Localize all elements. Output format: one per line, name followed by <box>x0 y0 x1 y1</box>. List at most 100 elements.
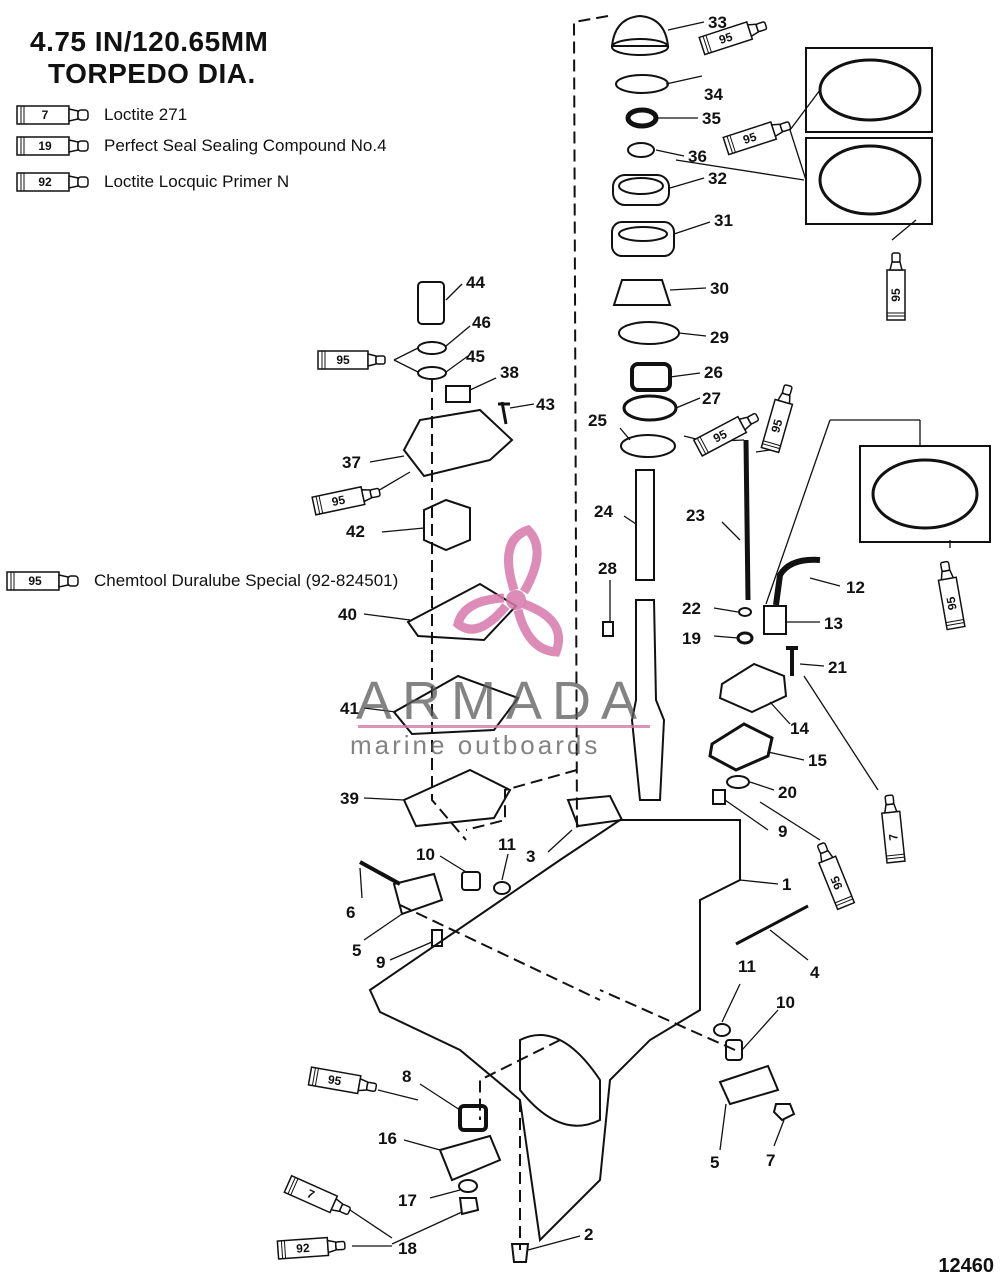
tube-label: 92 <box>296 1241 311 1256</box>
callout-44: 44 <box>466 273 485 292</box>
legend-row-loctite-271: 7 Loctite 271 <box>16 102 187 128</box>
part-14-bushing <box>718 662 788 714</box>
tube-label: 95 <box>336 353 350 367</box>
part-11-washer <box>713 1023 731 1037</box>
title-line-1: 4.75 IN/120.65MM <box>30 26 269 57</box>
part-9-dowel <box>712 789 726 805</box>
part-25-o-ring <box>620 434 676 458</box>
tube-label: 95 <box>327 1072 343 1088</box>
part-41-face-plate <box>392 674 520 736</box>
callout-20: 20 <box>778 783 797 802</box>
part-44-water-tube-coupling <box>417 281 445 325</box>
callout-11b: 11 <box>738 957 756 976</box>
legend-code: 92 <box>38 175 52 189</box>
tube-95-icon: 95 <box>693 407 763 457</box>
diagram-title: 4.75 IN/120.65MM TORPEDO DIA. <box>30 26 268 90</box>
part-31-inner <box>618 226 668 242</box>
callout-43: 43 <box>536 395 555 414</box>
tube-label: 95 <box>889 288 903 302</box>
callout-3: 3 <box>526 847 535 866</box>
part-21-screw <box>786 646 798 676</box>
part-4-pin <box>735 904 809 946</box>
part-5-anode <box>718 1064 780 1106</box>
legend-row-locquic-primer: 92 Loctite Locquic Primer N <box>16 169 289 195</box>
part-33-base <box>611 38 669 56</box>
tube-label: 95 <box>944 595 960 611</box>
callout-30: 30 <box>710 279 729 298</box>
callout-39: 39 <box>340 789 359 808</box>
part-31-bearing-cup <box>611 221 675 257</box>
title-line-2: TORPEDO DIA. <box>48 58 256 89</box>
part-6-bolt <box>359 860 401 886</box>
tube-7-icon: 7 <box>879 793 906 864</box>
callout-32: 32 <box>708 169 727 188</box>
assembly-guide-line <box>599 989 736 1051</box>
callout-40: 40 <box>338 605 357 624</box>
part-7-nut <box>772 1103 796 1122</box>
legend-text: Loctite 271 <box>104 105 188 124</box>
part-17-washer <box>458 1179 478 1193</box>
part-9-dowel <box>431 929 443 947</box>
tube-95-icon: 95 <box>760 382 798 454</box>
callout-labels: 33 34 35 36 32 31 30 29 26 27 25 24 23 1… <box>338 13 865 1258</box>
tube-95-icon: 95 <box>811 839 856 911</box>
callout-6: 6 <box>346 903 355 922</box>
drawing-number: 12460 <box>938 1255 994 1277</box>
inset-frame-oil-seal-top <box>805 47 933 133</box>
callout-41: 41 <box>340 699 359 718</box>
part-32-retainer <box>612 174 670 206</box>
callout-33: 33 <box>708 13 727 32</box>
tube-label: 95 <box>717 29 734 47</box>
part-40-gasket <box>406 582 518 642</box>
callout-23: 23 <box>686 506 705 525</box>
tube-label: 95 <box>741 129 758 147</box>
part-19-seal <box>736 631 754 645</box>
callout-29: 29 <box>710 328 729 347</box>
callout-42: 42 <box>346 522 365 541</box>
callout-34: 34 <box>704 85 723 104</box>
part-45-o-ring <box>417 366 447 380</box>
tube-95-icon: 95 <box>934 559 966 631</box>
callout-10a: 10 <box>416 845 435 864</box>
inset-seal <box>871 458 979 530</box>
part-37-pump-housing <box>402 408 514 478</box>
part-32-hole <box>618 177 664 195</box>
callout-26: 26 <box>704 363 723 382</box>
part-35-oil-seal <box>625 107 659 129</box>
callout-31: 31 <box>714 211 733 230</box>
tube-icon: 19 <box>16 135 90 157</box>
inset-frame-oil-seal-bottom <box>805 137 933 225</box>
callout-45: 45 <box>466 347 485 366</box>
callout-9b: 9 <box>376 953 385 972</box>
callout-8: 8 <box>402 1067 411 1086</box>
callout-38: 38 <box>500 363 519 382</box>
part-27-bearing-cup <box>622 394 678 422</box>
inset-seal <box>818 58 922 122</box>
part-33-water-tube-seal <box>610 14 670 47</box>
legend-text: Perfect Seal Sealing Compound No.4 <box>104 136 387 155</box>
callout-12: 12 <box>846 578 865 597</box>
part-36-washer <box>627 142 655 158</box>
part-3-anode <box>566 794 624 828</box>
callout-13: 13 <box>824 614 843 633</box>
callout-35: 35 <box>702 109 721 128</box>
legend-text: Chemtool Duralube Special (92-824501) <box>94 571 399 590</box>
callout-2: 2 <box>584 1225 593 1244</box>
callout-37: 37 <box>342 453 361 472</box>
tube-95-icon: 95 <box>307 1066 379 1098</box>
part-24-drive-shaft-upper <box>635 469 655 581</box>
callout-10b: 10 <box>776 993 795 1012</box>
callout-27: 27 <box>702 389 721 408</box>
legend-text: Loctite Locquic Primer N <box>104 172 290 191</box>
part-2-screw <box>510 1243 530 1263</box>
tube-92-icon: 92 <box>276 1235 347 1260</box>
part-39-gasket <box>402 768 512 828</box>
part-30-tapered-bearing <box>612 279 672 306</box>
part-24-drive-shaft-lower <box>630 599 666 801</box>
part-13-connector <box>763 605 787 635</box>
legend-code: 7 <box>41 108 49 122</box>
callout-5a: 5 <box>352 941 361 960</box>
callout-9a: 9 <box>778 822 787 841</box>
part-5-anode <box>392 872 444 916</box>
